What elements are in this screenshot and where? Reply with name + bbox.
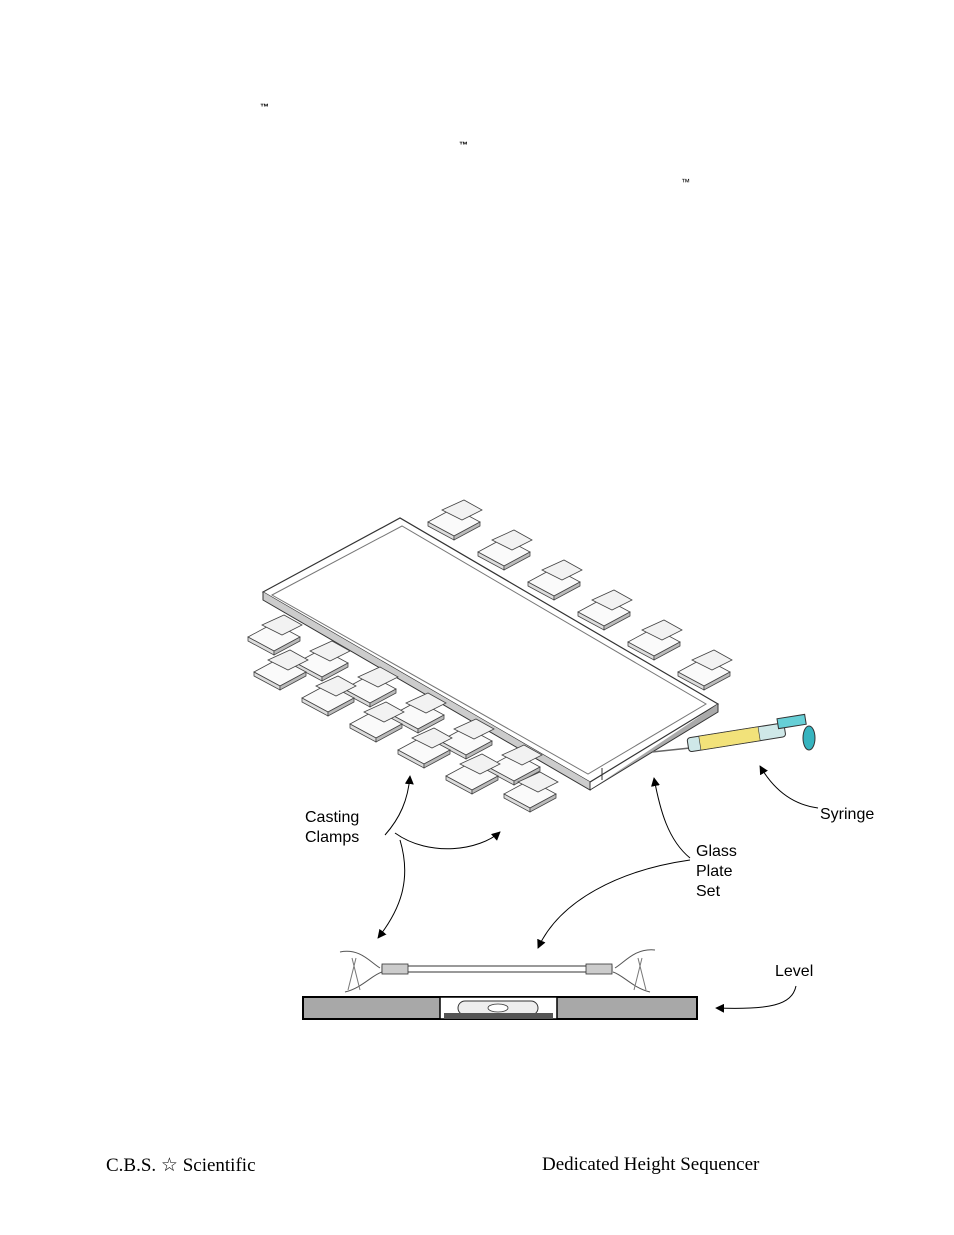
glass-plate-label-line3: Set [696, 883, 721, 900]
trademark-mark-1: ™ [260, 102, 269, 112]
glass-plate-label-line2: Plate [696, 863, 733, 880]
syringe-drawing [651, 713, 816, 753]
arrow-clamps-side [377, 839, 406, 939]
level-label: Level [775, 963, 813, 980]
footer-company: C.B.S. ☆ Scientific [106, 1155, 256, 1176]
footer-product-title: Dedicated Height Sequencer [542, 1154, 760, 1175]
arrow-glass-side [537, 859, 691, 949]
trademark-mark-3: ™ [681, 177, 690, 187]
arrow-glass-top [651, 777, 691, 859]
arrow-syringe [759, 765, 819, 809]
arrow-clamps-top [384, 775, 414, 836]
side-view-drawing [302, 949, 698, 1020]
glass-plate-set-drawing [261, 517, 720, 791]
glass-plate-label-line1: Glass [696, 843, 737, 860]
casting-clamps-label-line2: Clamps [305, 829, 359, 846]
syringe-label: Syringe [820, 806, 874, 823]
casting-clamps-label-line1: Casting [305, 809, 359, 826]
trademark-mark-2: ™ [459, 140, 468, 150]
callout-arrows [377, 765, 819, 1013]
arrow-clamps-right [394, 831, 501, 850]
arrow-level [715, 985, 797, 1013]
